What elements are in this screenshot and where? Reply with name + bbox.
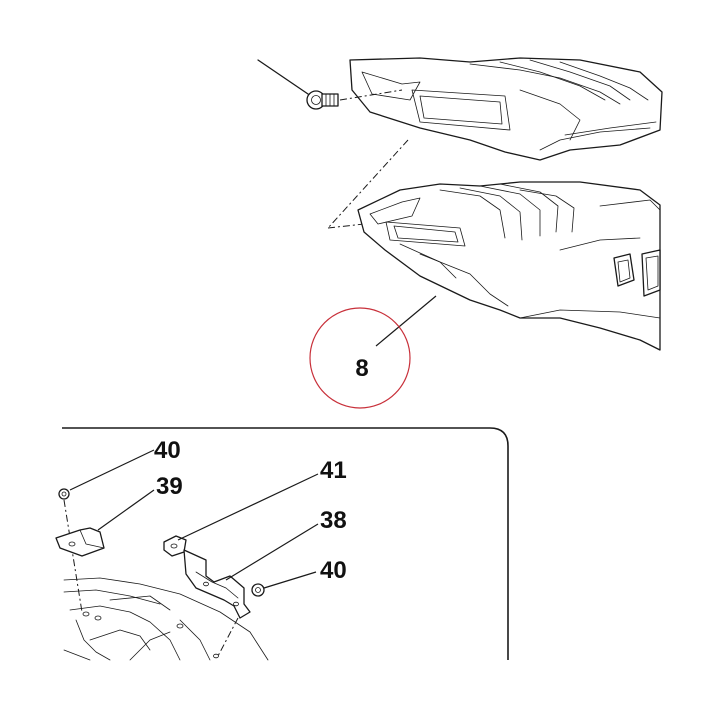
callout-label-40-left: 40 — [154, 437, 181, 464]
lower-housing — [357, 181, 661, 351]
bolt — [257, 59, 339, 110]
callout-8: 8 — [309, 295, 437, 409]
inset-left-nut: 40 — [58, 437, 181, 500]
inset-right-bracket: 38 — [183, 507, 347, 619]
highlight-circle — [309, 307, 411, 409]
inset-right-nut: 40 — [251, 557, 347, 597]
callout-label-40-right: 40 — [320, 557, 347, 584]
callout-label-39: 39 — [156, 473, 183, 500]
callout-label-8: 8 — [355, 355, 368, 382]
callout-label-38: 38 — [320, 507, 347, 534]
inset-right-plate: 41 — [163, 457, 347, 557]
upper-cover — [349, 57, 663, 161]
callout-label-41: 41 — [320, 457, 347, 484]
inset-chassis-panel — [63, 577, 269, 661]
inset-left-bracket: 39 — [55, 473, 183, 613]
inset-frame — [62, 427, 509, 660]
